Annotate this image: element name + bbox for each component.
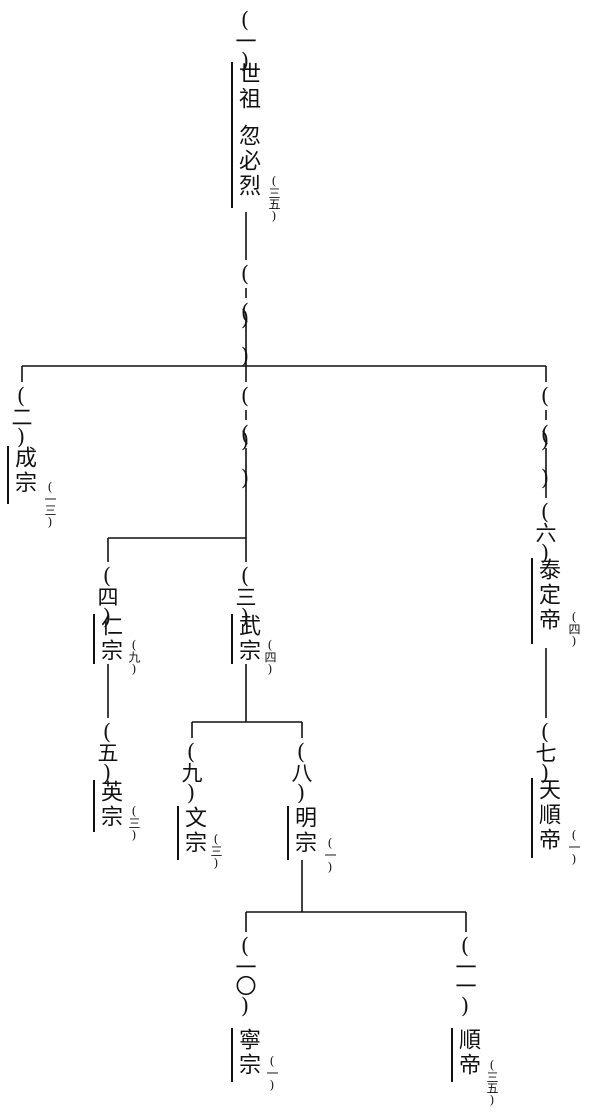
node-name: 英宗 xyxy=(97,780,122,830)
node-name: 世祖 xyxy=(235,62,260,112)
node-index: (七) xyxy=(533,720,557,783)
node-index: (五) xyxy=(95,720,119,783)
node-personal-name: 忽必烈 xyxy=(235,124,260,199)
placeholder-3: ( ) xyxy=(233,384,257,450)
name-rule xyxy=(93,614,95,664)
node-name: 順帝 xyxy=(455,1028,480,1078)
node-reign: (一) xyxy=(567,828,581,865)
placeholder-4: ( ) xyxy=(233,422,257,488)
node-name: 天順帝 xyxy=(535,778,560,853)
name-rule xyxy=(93,780,95,832)
placeholder-6: ( ) xyxy=(533,422,557,488)
name-rule xyxy=(231,62,233,208)
name-rule xyxy=(287,806,289,860)
node-name: 明宗 xyxy=(291,806,316,856)
node-index: (一〇) xyxy=(233,934,257,1016)
placeholder-2: ( ) xyxy=(233,300,257,366)
node-reign: (九) xyxy=(127,638,141,675)
node-name: 泰定帝 xyxy=(535,558,560,633)
name-rule xyxy=(531,778,533,858)
node-index: (九) xyxy=(179,740,203,803)
placeholder-1: ( ) xyxy=(233,262,257,328)
name-rule xyxy=(451,1028,453,1082)
node-name: 寧宗 xyxy=(235,1028,260,1078)
node-index: (六) xyxy=(533,500,557,563)
node-index: (二) xyxy=(9,384,33,447)
node-reign: (三五) xyxy=(485,1058,499,1106)
node-name: 文宗 xyxy=(181,806,206,856)
name-rule xyxy=(231,614,233,664)
name-rule xyxy=(7,446,9,504)
node-reign: (三) xyxy=(127,804,141,841)
placeholder-5: ( ) xyxy=(533,384,557,450)
node-reign: (一) xyxy=(265,1054,279,1091)
node-index: (四) xyxy=(95,564,119,627)
node-index: (一一) xyxy=(453,934,477,1016)
node-reign: (一) xyxy=(323,836,337,873)
node-reign: (四) xyxy=(263,638,277,675)
node-index: (八) xyxy=(289,740,313,803)
name-rule xyxy=(531,558,533,644)
node-name: 武宗 xyxy=(235,614,260,664)
name-rule xyxy=(177,806,179,860)
node-reign: (三) xyxy=(209,832,223,869)
node-reign: (一三) xyxy=(43,480,57,528)
node-name: 成宗 xyxy=(11,446,36,496)
node-reign: (三五) xyxy=(267,174,281,222)
node-reign: (四) xyxy=(567,610,581,647)
node-name: 仁宗 xyxy=(97,614,122,664)
name-rule xyxy=(231,1028,233,1082)
node-index: (三) xyxy=(233,564,257,627)
node-index: (一) xyxy=(233,8,257,71)
